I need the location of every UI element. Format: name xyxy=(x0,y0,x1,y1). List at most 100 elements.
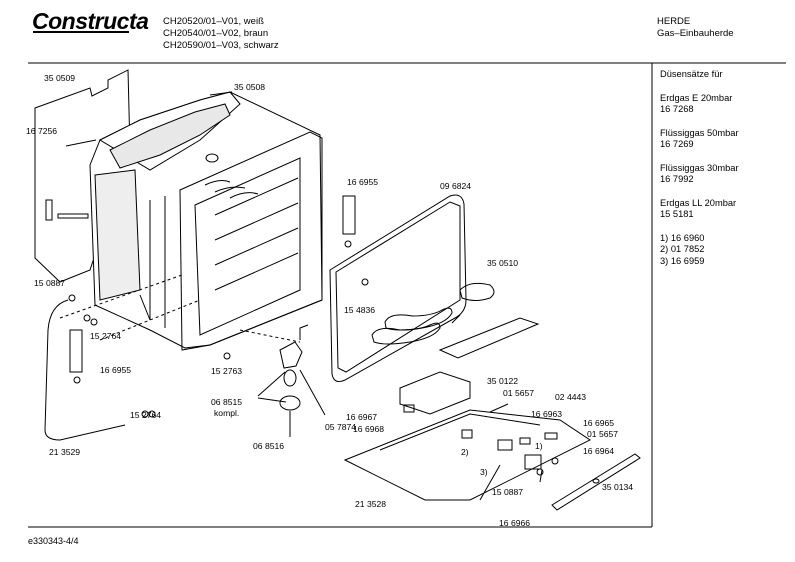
o-ring xyxy=(148,410,156,418)
part-label: 15 0887 xyxy=(492,487,524,497)
thermostat-valve xyxy=(279,341,303,369)
door-seal-inner xyxy=(335,201,461,373)
shelf-rail xyxy=(214,202,299,241)
leader-line xyxy=(139,294,151,321)
base-plate-edge xyxy=(379,413,541,451)
brand-logo: Constructa xyxy=(32,8,149,34)
small-part xyxy=(544,432,558,440)
shelf-rail xyxy=(214,252,299,291)
nozzle-set-part: 16 7992 xyxy=(660,174,694,184)
part-label: 35 0122 xyxy=(487,376,519,386)
shelf-rail xyxy=(214,227,299,266)
part-label: 3) xyxy=(480,467,488,477)
vent-hole xyxy=(205,153,219,163)
part-label: 35 0509 xyxy=(44,73,76,83)
part-label: 35 0134 xyxy=(602,482,634,492)
nozzle-set-name: Flüssiggas 30mbar xyxy=(660,162,739,173)
screw xyxy=(344,240,352,248)
leader-line xyxy=(451,314,461,324)
nozzle-sets-title: Düsensätze für xyxy=(660,69,723,79)
category-title: HERDE xyxy=(657,16,691,27)
document-code: e330343-4/4 xyxy=(28,536,79,546)
heating-coil xyxy=(459,282,495,301)
category-subtitle: Gas–Einbauherde xyxy=(657,28,734,39)
part-label: 16 6965 xyxy=(583,418,615,428)
part-label: 16 6967 xyxy=(346,412,378,422)
part-label: 16 6968 xyxy=(353,424,385,434)
panel-rail xyxy=(57,213,89,219)
nozzle-set-part: 15 5181 xyxy=(660,209,694,219)
leader-line xyxy=(299,369,326,416)
leader-line xyxy=(257,397,287,403)
model-line: CH20590/01–V03, schwarz xyxy=(163,40,279,51)
side-panel xyxy=(34,69,131,283)
part-label: 16 6955 xyxy=(100,365,132,375)
part-label: 16 6955 xyxy=(347,177,379,187)
leader-line xyxy=(479,464,501,501)
part-label: 21 3529 xyxy=(49,447,81,457)
screw xyxy=(223,352,231,360)
rail-hole xyxy=(592,478,600,484)
part-label: 15 4836 xyxy=(344,305,376,315)
model-list: CH20520/01–V01, weiß CH20540/01–V02, bra… xyxy=(163,16,279,52)
bracket xyxy=(342,195,356,235)
category-block: HERDE Gas–Einbauherde xyxy=(657,16,734,40)
part-label: 2) xyxy=(461,447,469,457)
part-label: 16 6964 xyxy=(583,446,615,456)
valve-bulb xyxy=(283,369,297,387)
part-label: 16 6963 xyxy=(531,409,563,419)
footnote: 2) 01 7852 xyxy=(660,244,705,254)
footnote: 1) 16 6960 xyxy=(660,232,705,243)
o-ring xyxy=(141,410,149,418)
rail xyxy=(551,453,641,511)
nozzle-set: Erdgas E 20mbar 16 7268 xyxy=(660,93,739,116)
footnotes: 1) 16 6960 2) 01 7852 3) 16 6959 xyxy=(660,233,739,268)
part-label: 09 6824 xyxy=(440,181,472,191)
base-plate xyxy=(343,409,591,501)
small-part xyxy=(524,454,542,470)
nozzle-set: Flüssiggas 50mbar 16 7269 xyxy=(660,128,739,151)
part-label: kompl. xyxy=(214,408,240,418)
part-label: 1) xyxy=(535,441,543,451)
insulation-side xyxy=(94,169,141,301)
leader-line xyxy=(65,139,97,147)
nozzle-set-name: Erdgas E 20mbar xyxy=(660,92,733,103)
burner-tray xyxy=(399,371,471,415)
shelf-rail xyxy=(214,177,299,216)
part-label: 01 5657 xyxy=(503,388,535,398)
part-label: 02 4443 xyxy=(555,392,587,402)
door-seal xyxy=(329,194,467,382)
nozzle-set-part: 16 7268 xyxy=(660,104,694,114)
screw xyxy=(361,278,369,286)
nozzle-set-name: Erdgas LL 20mbar xyxy=(660,197,737,208)
gas-pipe xyxy=(44,299,126,441)
o-ring xyxy=(90,318,98,326)
screw xyxy=(73,376,81,384)
part-label: 35 0508 xyxy=(234,82,266,92)
part-label: 21 3528 xyxy=(355,499,387,509)
part-label: 15 2763 xyxy=(211,366,243,376)
small-part xyxy=(551,457,559,465)
heat-shield xyxy=(438,317,540,359)
part-label: 06 8516 xyxy=(253,441,285,451)
leader-line xyxy=(257,371,286,397)
footnote: 3) 16 6959 xyxy=(660,255,705,266)
leader-line xyxy=(299,324,309,340)
part-label: 15 2764 xyxy=(130,410,162,420)
nozzle-set: Erdgas LL 20mbar 15 5181 xyxy=(660,198,739,221)
part-label: 15 2764 xyxy=(90,331,122,341)
logo-underline xyxy=(33,31,129,33)
part-label: 01 5657 xyxy=(587,429,619,439)
o-ring xyxy=(83,314,91,322)
small-part xyxy=(497,439,513,451)
vent-slots xyxy=(204,180,259,199)
model-line: CH20540/01–V02, braun xyxy=(163,28,269,39)
part-label: 16 6966 xyxy=(499,518,531,528)
part-label: 16 7256 xyxy=(26,126,58,136)
small-part xyxy=(536,468,544,476)
part-label: 15 0887 xyxy=(34,278,66,288)
panel-slot xyxy=(45,199,53,221)
part-label: 05 7874 xyxy=(325,422,357,432)
nozzle-set: Flüssiggas 30mbar 16 7992 xyxy=(660,163,739,186)
